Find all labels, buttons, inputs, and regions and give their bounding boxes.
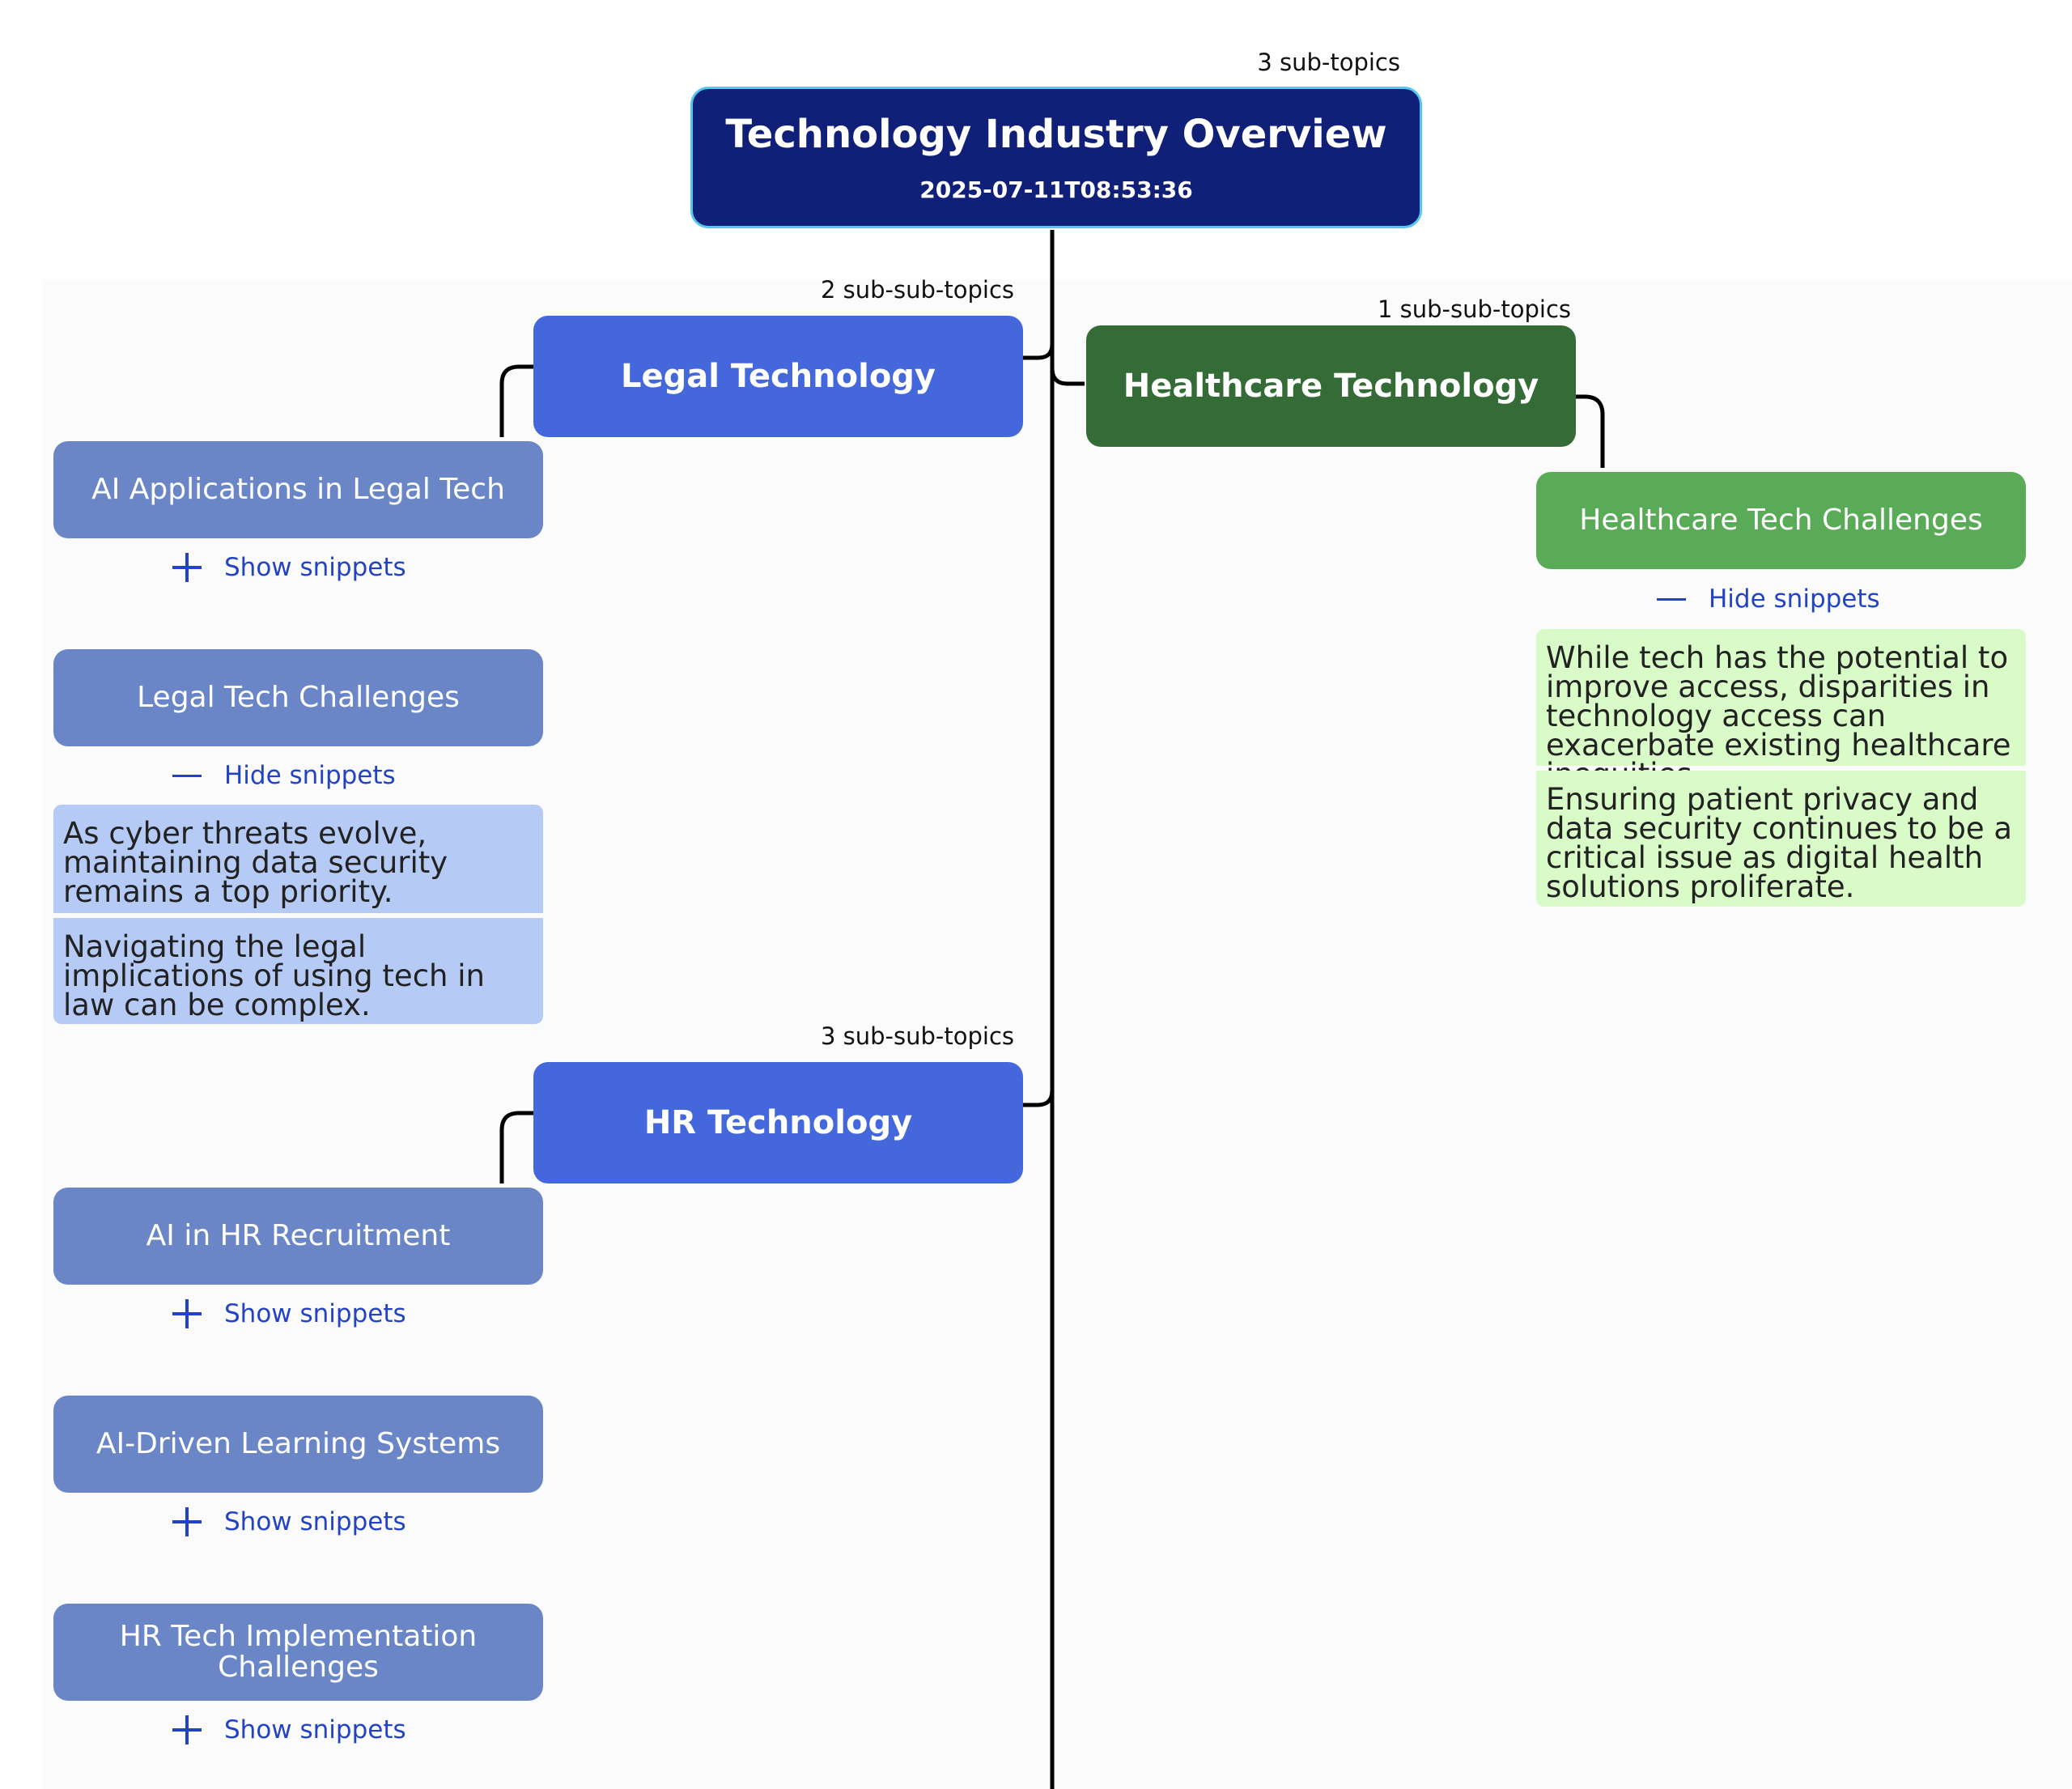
connector-healthcare-subs xyxy=(1576,394,1605,468)
minus-icon xyxy=(1657,584,1686,614)
toggle-label: Hide snippets xyxy=(1709,584,1880,614)
connector-legal-subs xyxy=(499,364,533,437)
toggle-label: Show snippets xyxy=(224,1299,406,1328)
minus-icon xyxy=(172,761,202,790)
subtopic-title: AI in HR Recruitment xyxy=(146,1219,451,1253)
snippet-card: As cyber threats evolve, maintaining dat… xyxy=(53,805,543,913)
hide-snippets-toggle[interactable]: Hide snippets xyxy=(172,758,396,793)
root-subtopic-count: 3 sub-topics xyxy=(1257,49,1400,76)
plus-icon xyxy=(172,553,202,582)
toggle-label: Show snippets xyxy=(224,1507,406,1536)
hr-technology-count: 3 sub-sub-topics xyxy=(820,1022,1014,1050)
subtopic-title: AI Applications in Legal Tech xyxy=(91,473,505,507)
plus-icon xyxy=(172,1299,202,1328)
topic-hr-technology[interactable]: HR Technology xyxy=(533,1062,1023,1183)
legal-technology-count: 2 sub-sub-topics xyxy=(820,276,1014,304)
connector-root-legal xyxy=(1021,283,1055,360)
snippet-card: Ensuring patient privacy and data securi… xyxy=(1536,771,2026,907)
root-timestamp: 2025-07-11T08:53:36 xyxy=(919,176,1193,203)
show-snippets-toggle[interactable]: Show snippets xyxy=(172,550,406,585)
snippet-card: While tech has the potential to improve … xyxy=(1536,629,2026,789)
show-snippets-toggle[interactable]: Show snippets xyxy=(172,1296,406,1332)
plus-icon xyxy=(172,1507,202,1536)
topic-title: Healthcare Technology xyxy=(1123,368,1539,405)
toggle-label: Hide snippets xyxy=(224,761,396,790)
root-title: Technology Industry Overview xyxy=(725,112,1387,158)
healthcare-technology-count: 1 sub-sub-topics xyxy=(1377,295,1571,323)
toggle-label: Show snippets xyxy=(224,1715,406,1744)
subtopic-title: Healthcare Tech Challenges xyxy=(1579,504,1983,538)
subtopic-ai-in-hr-recruitment[interactable]: AI in HR Recruitment xyxy=(53,1188,543,1285)
show-snippets-toggle[interactable]: Show snippets xyxy=(172,1712,406,1748)
subtopic-healthcare-tech-challenges[interactable]: Healthcare Tech Challenges xyxy=(1536,472,2026,569)
subtopic-title: Legal Tech Challenges xyxy=(137,681,460,715)
subtopic-ai-applications-legal-tech[interactable]: AI Applications in Legal Tech xyxy=(53,441,543,538)
connector-root-hr xyxy=(1021,1024,1055,1107)
hide-snippets-toggle[interactable]: Hide snippets xyxy=(1657,581,1880,617)
topic-title: HR Technology xyxy=(643,1104,913,1141)
connector-hr-subs xyxy=(499,1111,533,1183)
subtopic-title: AI-Driven Learning Systems xyxy=(96,1427,501,1461)
topic-healthcare-technology[interactable]: Healthcare Technology xyxy=(1086,325,1576,447)
topic-title: Legal Technology xyxy=(620,358,936,395)
plus-icon xyxy=(172,1715,202,1744)
root-node[interactable]: Technology Industry Overview 2025-07-11T… xyxy=(690,87,1422,228)
topic-legal-technology[interactable]: Legal Technology xyxy=(533,316,1023,437)
snippet-card: Navigating the legal implications of usi… xyxy=(53,918,543,1024)
show-snippets-toggle[interactable]: Show snippets xyxy=(172,1504,406,1540)
subtopic-ai-driven-learning-systems[interactable]: AI-Driven Learning Systems xyxy=(53,1396,543,1493)
subtopic-hr-tech-implementation-challenges[interactable]: HR Tech Implementation Challenges xyxy=(53,1604,543,1701)
subtopic-title: HR Tech Implementation Challenges xyxy=(119,1620,478,1684)
connector-root-healthcare xyxy=(1050,300,1085,386)
subtopic-legal-tech-challenges[interactable]: Legal Tech Challenges xyxy=(53,649,543,746)
toggle-label: Show snippets xyxy=(224,553,406,582)
